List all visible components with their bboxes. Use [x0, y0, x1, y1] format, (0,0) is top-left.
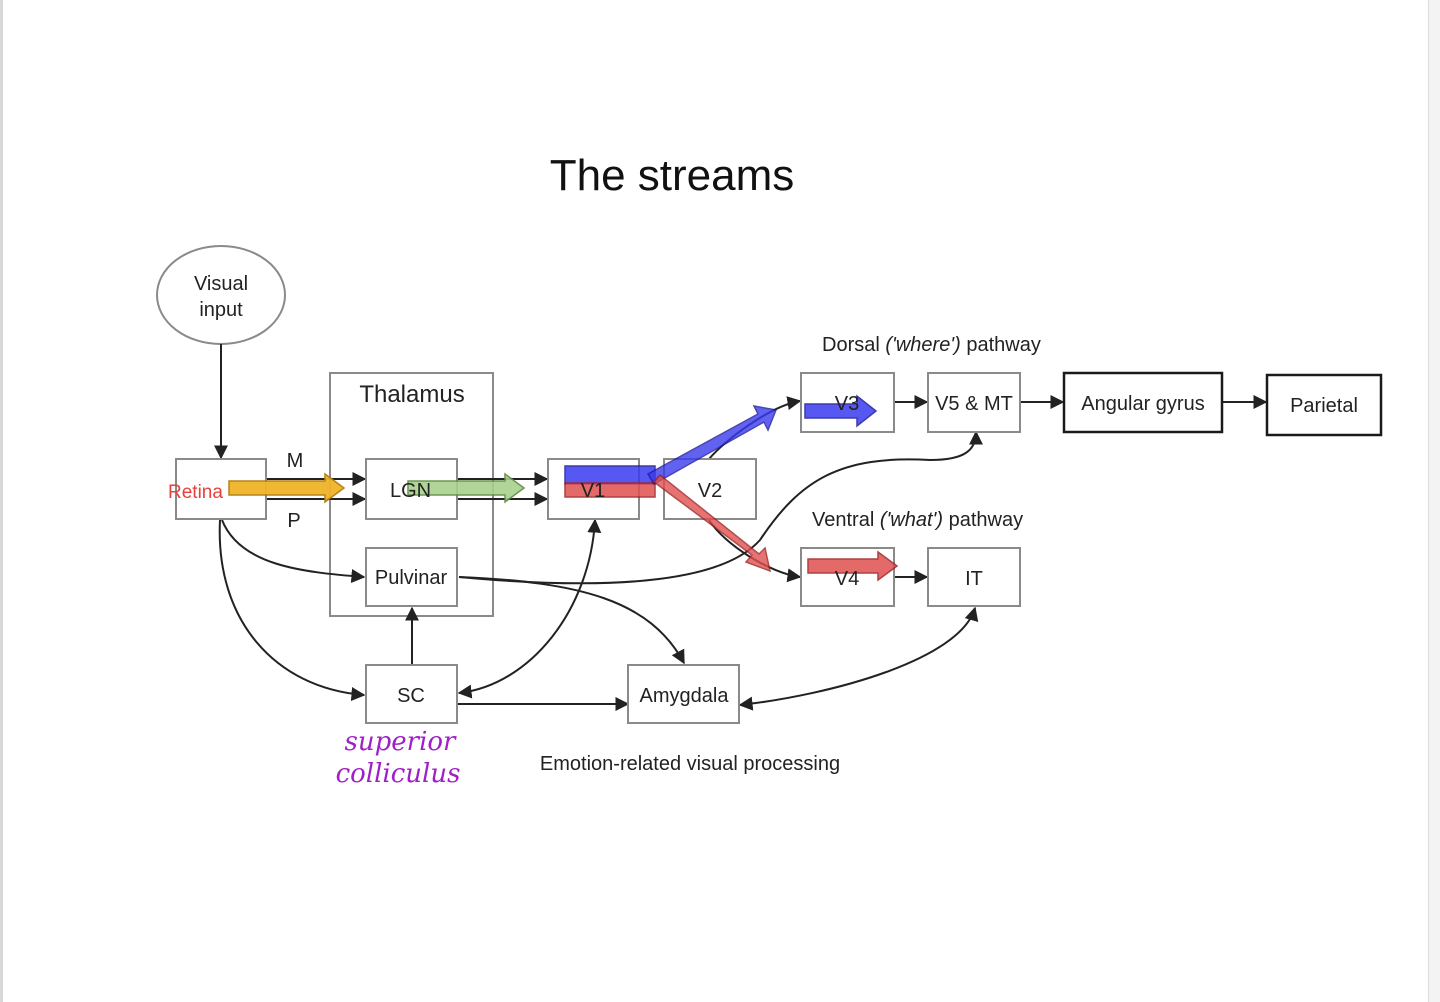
pulvinar-label: Pulvinar [375, 567, 448, 589]
ventral-prefix: Ventral [812, 509, 874, 531]
green-pathway-arrow [407, 472, 526, 504]
v5-mt-node [927, 372, 1021, 433]
v2-label: V2 [698, 480, 722, 502]
dorsal-prefix: Dorsal [822, 334, 880, 356]
dorsal-where: ('where') [885, 334, 960, 356]
handwritten-note-line1: superior [345, 727, 458, 757]
blue-v3-arrow [804, 394, 878, 428]
handwritten-note-line2: colliculus [336, 759, 461, 789]
blue-v1-bar [564, 465, 656, 485]
v3-label: V3 [835, 393, 859, 415]
dorsal-pathway-label: Dorsal ('where') pathway [822, 334, 1041, 356]
edge-amygdala-it [738, 606, 979, 711]
ventral-what: ('what') [880, 509, 943, 531]
edge-retina-sc [218, 519, 366, 701]
page-edge [0, 0, 3, 1002]
visual-input-label-line2: input [199, 299, 243, 321]
lgn-label: LGN [390, 480, 431, 502]
amygdala-node [627, 664, 740, 724]
angular-gyrus-label: Angular gyrus [1081, 393, 1204, 415]
edge-v2-v3 [708, 396, 802, 460]
dorsal-suffix: pathway [966, 334, 1041, 356]
v4-label: V4 [835, 568, 859, 590]
thalamus-label: Thalamus [359, 381, 464, 408]
red-v1-bar [564, 482, 656, 498]
visual-input-label-line1: Visual [194, 273, 248, 295]
it-node [927, 547, 1021, 607]
ventral-suffix: pathway [949, 509, 1024, 531]
v5-mt-label: V5 & MT [935, 393, 1013, 415]
edge-retina-pulvinar [221, 519, 366, 583]
visual-input-node [156, 245, 286, 345]
retina-label: Retina [168, 482, 223, 503]
v3-node [800, 372, 895, 433]
parietal-label: Parietal [1290, 395, 1358, 417]
amygdala-label: Amygdala [640, 685, 730, 707]
sc-label: SC [397, 685, 425, 707]
parietal-node [1265, 373, 1383, 437]
edge-pulvinar-v5mt [458, 430, 983, 585]
red-ventral-arrow [652, 473, 772, 573]
blue-dorsal-arrow [646, 404, 778, 486]
red-v4-arrow [807, 550, 899, 582]
v1-label: V1 [581, 480, 605, 502]
it-label: IT [965, 568, 983, 590]
slide-title: The streams [550, 151, 795, 200]
angular-gyrus-node [1062, 371, 1224, 434]
emotion-processing-label: Emotion-related visual processing [540, 753, 840, 775]
m-label: M [287, 450, 304, 472]
p-label: P [287, 510, 300, 532]
yellow-pathway-arrow [228, 472, 346, 504]
pulvinar-node [365, 547, 458, 607]
edge-v1-sc [457, 518, 602, 699]
sc-node [365, 664, 458, 724]
ventral-pathway-label: Ventral ('what') pathway [812, 509, 1023, 531]
